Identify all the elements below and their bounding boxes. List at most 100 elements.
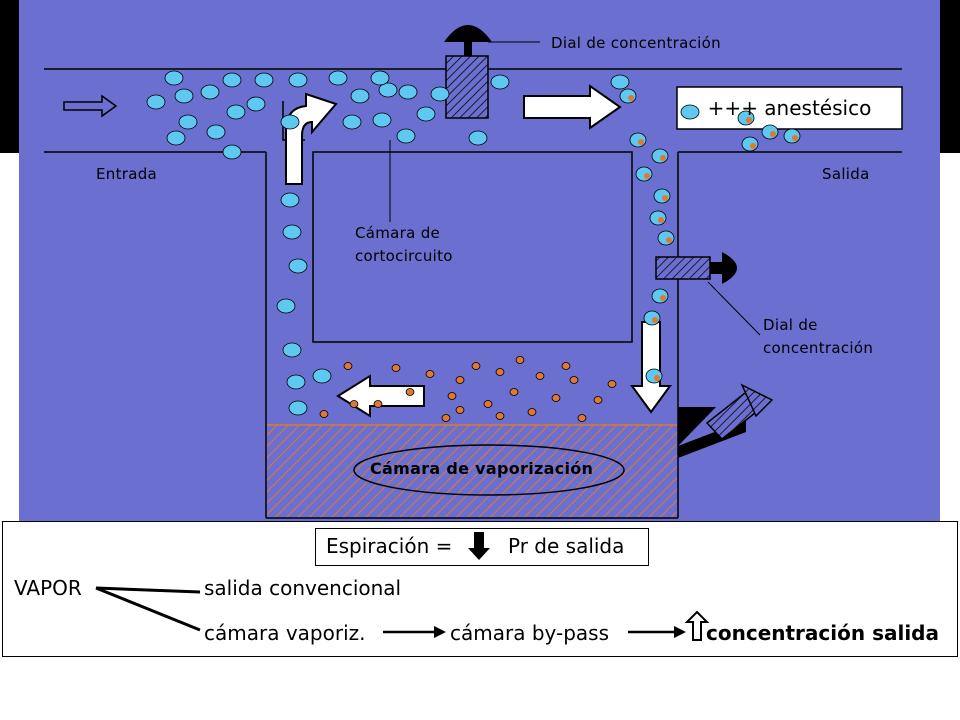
dial-top-label: Dial de concentración [551,34,721,52]
vapor-dot [495,368,505,376]
blue-dot [416,106,436,122]
blue-gas-particles [146,70,700,416]
blue-dot [276,298,296,314]
branch-bypass: cámara by-pass [450,621,610,645]
down-arrow-icon [630,321,672,414]
blue-dot [288,400,308,416]
blue-dot [280,114,300,130]
liquid-anesthetic [267,425,677,517]
blue-dot [282,224,302,240]
vapor-dot [391,364,401,372]
vapor-dot [349,400,359,408]
vapor-dot [551,394,561,402]
mixed-dot [649,210,667,226]
vapor-dot [405,388,415,396]
blue-dot [146,94,166,110]
branch-conventional: salida convencional [204,576,402,600]
vapor-dot [607,380,617,388]
blue-dot [490,74,510,90]
formula-left: Espiración = [326,534,453,558]
blue-dot [468,130,488,146]
mixed-dot [645,368,663,384]
mixed-dot-core [644,173,650,179]
bypass-label-1: Cámara de [355,224,441,242]
branch-vaporization: cámara vaporiz. [204,621,366,645]
vapor-dot [319,410,329,418]
dial-top [444,25,540,119]
mixed-dot [657,230,675,246]
blue-dot [370,70,390,86]
blue-dot [254,72,274,88]
vapor-dot [509,388,519,396]
blue-dot [430,86,450,102]
vapor-dot [527,408,537,416]
dial-right-label-1: Dial de [763,316,818,334]
blue-dot [350,88,370,104]
blue-dot [342,114,362,130]
vapor-particles [319,356,617,422]
salida-label: Salida [822,165,870,183]
mixed-dot [651,288,669,304]
mixed-dot-core [750,143,756,149]
entrada-label: Entrada [96,165,158,183]
vapor-dot [577,414,587,422]
vaporization-ellipse [353,444,625,496]
vapor-dot [593,396,603,404]
mixed-gas-particles [619,88,801,384]
branch-concentration: concentración salida [706,621,939,645]
vapor-dot [447,392,457,400]
anesthetic-label: +++ anestésico [707,96,872,120]
mixed-dot [741,136,759,152]
blue-dot [246,96,266,112]
vapor-dot [455,376,465,384]
vapor-dot [495,412,505,420]
blue-dot [174,88,194,104]
blue-dot [398,84,418,100]
vaporization-label: Cámara de vaporización [370,459,594,478]
blue-dot [396,128,416,144]
anesthetic-box [676,86,903,130]
blue-dot [280,192,300,208]
blue-dot [206,124,226,140]
blue-dot [222,144,242,160]
vapor-dot [515,356,525,364]
mixed-dot [629,132,647,148]
vapor-dot [569,376,579,384]
mixed-dot-core [746,117,752,123]
right-arrow-icon [523,84,622,130]
vapor-dot [535,372,545,380]
blue-dot [372,112,392,128]
blue-dot [610,74,630,90]
blue-dot [222,72,242,88]
mixed-dot [651,148,669,164]
mixed-dot-core [652,317,658,323]
vapor-dot [561,362,571,370]
mixed-dot-core [658,217,664,223]
vapor-dot [373,400,383,408]
blue-dot [178,114,198,130]
mixed-dot-core [660,155,666,161]
blue-dot [286,374,306,390]
mixed-dot-core [662,195,668,201]
blue-dot [288,72,308,88]
mixed-dot-core [628,95,634,101]
mixed-dot-core [638,139,644,145]
mixed-dot-core [770,131,776,137]
blue-dot [166,130,186,146]
dial-right [655,252,761,336]
mixed-dot [643,310,661,326]
blue-dot [164,70,184,86]
formula-right: Pr de salida [508,534,625,558]
filler-port-icon [678,383,774,458]
mixed-dot-core [660,295,666,301]
vapor-dot [455,406,465,414]
bypass-label-2: cortocircuito [355,247,453,265]
bypass-chamber [312,151,633,343]
mixed-dot-core [654,375,660,381]
blue-dot [288,258,308,274]
vapor-dot [441,414,451,422]
mixed-dot [783,128,801,144]
blue-dot [378,82,398,98]
vapor-dot [343,362,353,370]
